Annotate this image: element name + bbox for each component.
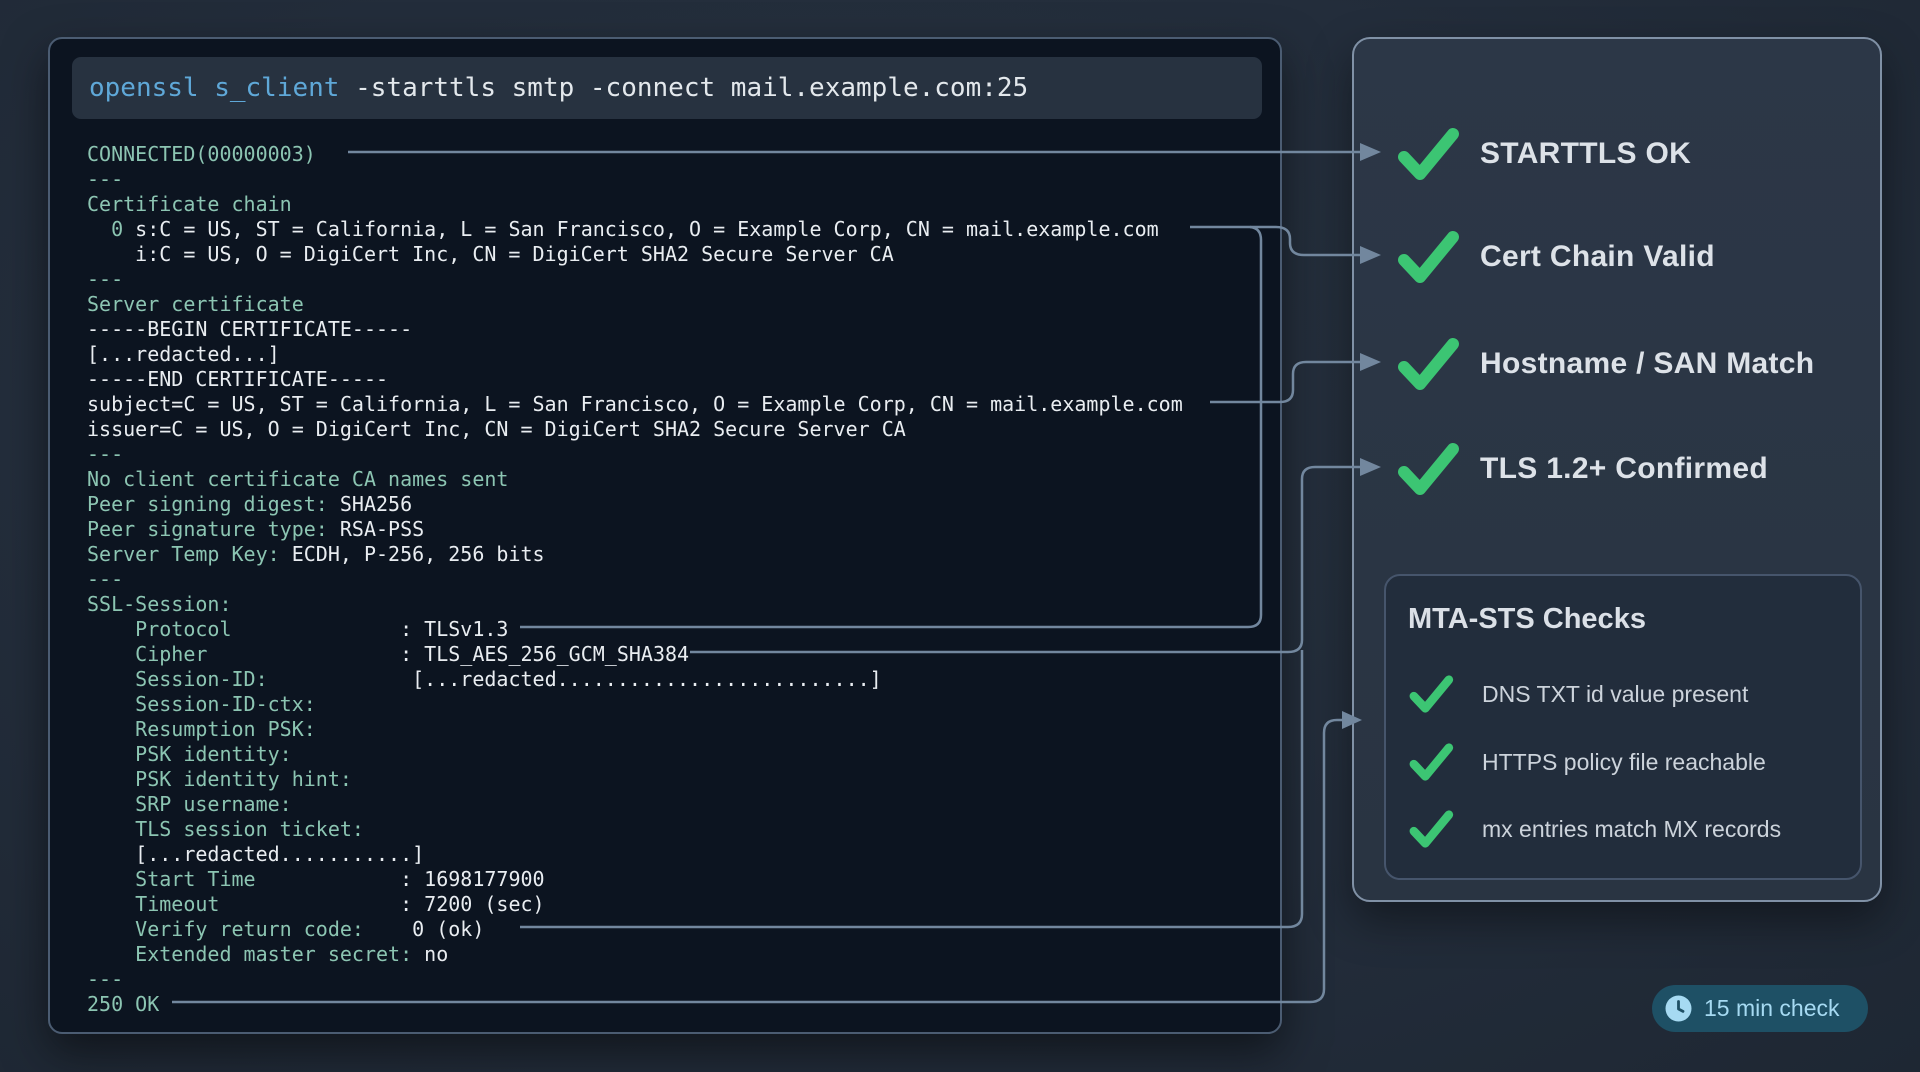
check-icon bbox=[1398, 128, 1459, 180]
terminal-line: Protocol : TLSv1.3 bbox=[87, 617, 509, 641]
terminal-line: i:C = US, O = DigiCert Inc, CN = DigiCer… bbox=[87, 242, 894, 266]
terminal-line: 250 OK bbox=[87, 992, 160, 1016]
check-icon bbox=[1409, 810, 1454, 848]
terminal-output: CONNECTED(00000003)---Certificate chain … bbox=[87, 142, 1183, 1017]
terminal-window: openssl s_client -starttls smtp -connect… bbox=[48, 37, 1282, 1034]
check-row: STARTTLS OK bbox=[1396, 122, 1691, 186]
mta-check-row: mx entries match MX records bbox=[1408, 805, 1781, 853]
check-icon bbox=[1409, 675, 1454, 713]
schedule-badge: 15 min check bbox=[1652, 985, 1868, 1032]
terminal-line: issuer=C = US, O = DigiCert Inc, CN = Di… bbox=[87, 417, 906, 441]
check-icon bbox=[1398, 338, 1459, 390]
mta-check-label: DNS TXT id value present bbox=[1482, 680, 1749, 707]
terminal-line: Cipher : TLS_AES_256_GCM_SHA384 bbox=[87, 642, 690, 666]
terminal-line: --- bbox=[87, 167, 124, 191]
check-row: Cert Chain Valid bbox=[1396, 225, 1715, 289]
terminal-line: Session-ID: [...redacted................… bbox=[87, 667, 882, 691]
mta-sts-title: MTA-STS Checks bbox=[1408, 603, 1646, 635]
terminal-line: Session-ID-ctx: bbox=[87, 692, 316, 716]
terminal-line: --- bbox=[87, 442, 124, 466]
terminal-line: -----BEGIN CERTIFICATE----- bbox=[87, 317, 413, 341]
terminal-line: [...redacted...] bbox=[87, 342, 280, 366]
terminal-line: SRP username: bbox=[87, 792, 292, 816]
clock-icon bbox=[1665, 995, 1692, 1022]
badge-label: 15 min check bbox=[1704, 995, 1840, 1021]
terminal-line: Start Time : 1698177900 bbox=[87, 867, 545, 891]
terminal-line: subject=C = US, ST = California, L = San… bbox=[87, 392, 1183, 416]
mta-check-row: HTTPS policy file reachable bbox=[1408, 738, 1766, 786]
terminal-line: -----END CERTIFICATE----- bbox=[87, 367, 389, 391]
terminal-line: --- bbox=[87, 567, 124, 591]
terminal-line: SSL-Session: bbox=[87, 592, 232, 616]
results-panel: MTA-STS Checks DNS TXT id value present … bbox=[1352, 37, 1882, 902]
command-highlight: openssl s_client bbox=[89, 73, 340, 103]
mta-check-label: HTTPS policy file reachable bbox=[1482, 748, 1766, 775]
terminal-line: Server certificate bbox=[87, 292, 304, 316]
mta-check-row: DNS TXT id value present bbox=[1408, 670, 1748, 718]
terminal-line: Peer signature type: RSA-PSS bbox=[87, 517, 425, 541]
check-row: TLS 1.2+ Confirmed bbox=[1396, 437, 1768, 501]
terminal-line: PSK identity: bbox=[87, 742, 292, 766]
terminal-line: CONNECTED(00000003) bbox=[87, 142, 316, 166]
terminal-line: Server Temp Key: ECDH, P-256, 256 bits bbox=[87, 542, 545, 566]
terminal-line: Timeout : 7200 (sec) bbox=[87, 892, 545, 916]
terminal-line: Certificate chain bbox=[87, 192, 292, 216]
terminal-line: Peer signing digest: SHA256 bbox=[87, 492, 413, 516]
check-label: Hostname / SAN Match bbox=[1480, 347, 1815, 380]
terminal-line: --- bbox=[87, 967, 124, 991]
command-arguments: -starttls smtp -connect mail.example.com… bbox=[339, 73, 1029, 103]
terminal-line: PSK identity hint: bbox=[87, 767, 352, 791]
check-row: Hostname / SAN Match bbox=[1396, 332, 1814, 396]
terminal-line: 0 s:C = US, ST = California, L = San Fra… bbox=[87, 217, 1159, 241]
terminal-line: No client certificate CA names sent bbox=[87, 467, 509, 491]
terminal-line: Resumption PSK: bbox=[87, 717, 316, 741]
check-label: Cert Chain Valid bbox=[1480, 240, 1715, 273]
terminal-line: Extended master secret: no bbox=[87, 942, 449, 966]
terminal-line: [...redacted...........] bbox=[87, 842, 425, 866]
mta-sts-box: MTA-STS Checks DNS TXT id value present … bbox=[1384, 574, 1862, 880]
terminal-line: TLS session ticket: bbox=[87, 817, 364, 841]
terminal-line: --- bbox=[87, 267, 124, 291]
check-icon bbox=[1398, 443, 1459, 495]
command-bar: openssl s_client -starttls smtp -connect… bbox=[72, 57, 1262, 119]
command-text: openssl s_client -starttls smtp -connect… bbox=[89, 73, 1028, 103]
check-icon bbox=[1409, 743, 1454, 781]
terminal-line: Verify return code: 0 (ok) bbox=[87, 917, 485, 941]
check-label: TLS 1.2+ Confirmed bbox=[1480, 452, 1768, 485]
check-icon bbox=[1398, 231, 1459, 283]
check-label: STARTTLS OK bbox=[1480, 137, 1692, 170]
mta-check-label: mx entries match MX records bbox=[1482, 815, 1782, 842]
